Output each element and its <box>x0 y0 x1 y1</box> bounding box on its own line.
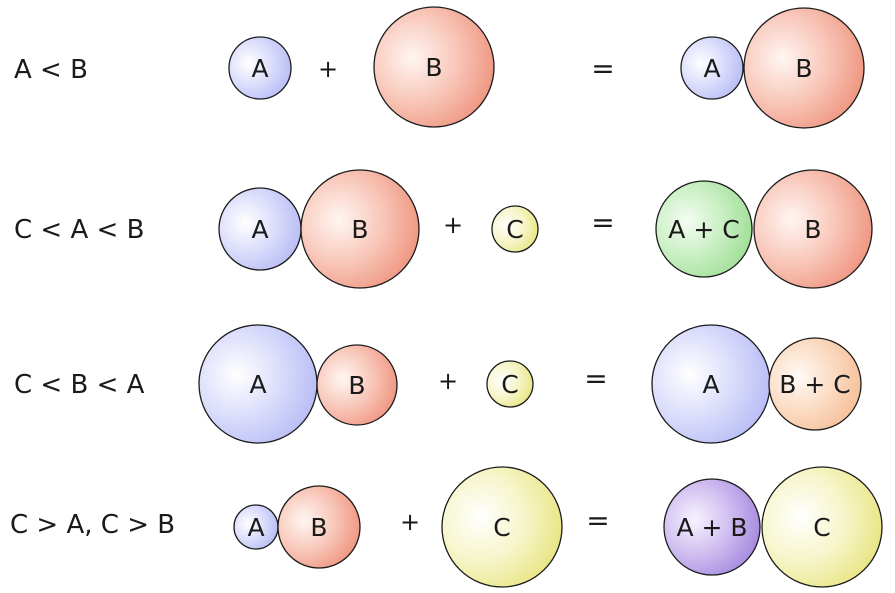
row-4-rhs-circle-c <box>761 466 883 588</box>
row-3-lhs-label-c: C <box>501 370 518 399</box>
row-3-rhs-circle-bc <box>768 337 862 431</box>
row-2-rhs-label-b: B <box>804 215 821 244</box>
row-3-equals-sign: = <box>584 362 607 395</box>
row-4-rhs-circle-ab <box>663 478 761 576</box>
row-3: C < B < A A B + C = A B + C <box>14 324 862 444</box>
row-4-plus-sign: + <box>400 508 420 536</box>
row-1: A < B A + B = A B <box>14 6 865 129</box>
row-4-lhs-circle-c <box>441 466 563 588</box>
row-3-plus-sign: + <box>438 367 458 395</box>
row-1-equals-sign: = <box>591 52 614 85</box>
row-4-lhs-label-b: B <box>310 513 327 542</box>
row-4-condition: C > A, C > B <box>10 510 175 540</box>
row-2: C < A < B A B + C = A + C B <box>14 169 873 289</box>
row-1-plus-sign: + <box>318 55 338 83</box>
row-4-equals-sign: = <box>586 504 609 537</box>
row-1-condition: A < B <box>14 55 88 85</box>
row-2-lhs-label-a: A <box>251 215 268 244</box>
row-3-condition: C < B < A <box>14 370 145 400</box>
row-2-rhs-circle-b <box>753 169 873 289</box>
row-3-lhs-label-b: B <box>348 371 365 400</box>
row-4-lhs-label-c: C <box>493 513 510 542</box>
row-1-lhs-label-b: B <box>425 53 442 82</box>
row-1-lhs-label-a: A <box>251 54 268 83</box>
row-2-rhs-label-ac: A + C <box>668 215 739 244</box>
row-3-lhs-label-a: A <box>249 370 266 399</box>
row-1-lhs-circle-a <box>228 36 292 100</box>
row-2-lhs-circle-c <box>491 205 539 253</box>
row-3-rhs-label-a: A <box>702 370 719 399</box>
row-1-rhs-circle-b <box>743 7 865 129</box>
row-1-rhs-label-b: B <box>795 54 812 83</box>
row-4-rhs-label-c: C <box>813 513 830 542</box>
row-2-condition: C < A < B <box>14 215 144 245</box>
row-4-lhs-circle-b <box>277 485 361 569</box>
row-2-lhs-circle-b <box>300 169 420 289</box>
row-3-lhs-circle-b <box>316 344 398 426</box>
row-2-lhs-label-c: C <box>506 215 523 244</box>
row-3-lhs-circle-c <box>486 360 534 408</box>
row-1-rhs-circle-a <box>680 36 744 100</box>
row-2-rhs-circle-ac <box>655 180 753 278</box>
row-4-lhs-label-a: A <box>247 513 264 542</box>
row-2-equals-sign: = <box>591 206 614 239</box>
row-1-lhs-circle-b <box>373 6 495 128</box>
row-4-rhs-label-ab: A + B <box>676 513 747 542</box>
row-3-rhs-label-bc: B + C <box>779 370 850 399</box>
row-4: C > A, C > B A B + C = A + B C <box>10 466 883 588</box>
row-2-lhs-label-b: B <box>351 215 368 244</box>
row-2-plus-sign: + <box>443 211 463 239</box>
row-1-rhs-label-a: A <box>703 54 720 83</box>
